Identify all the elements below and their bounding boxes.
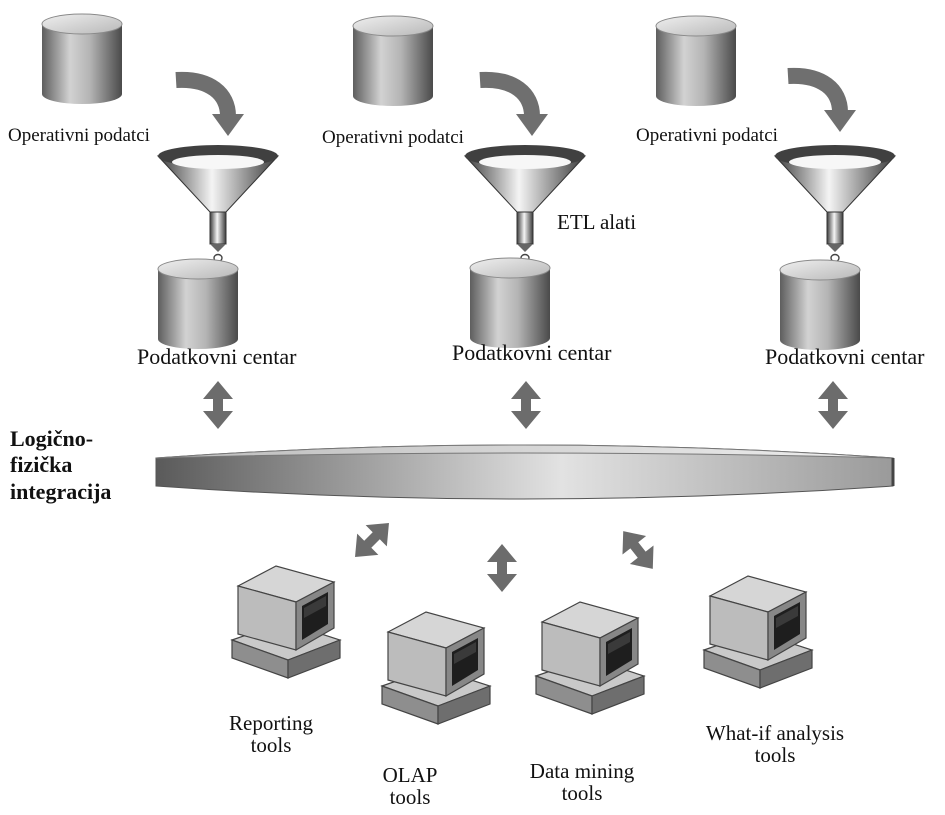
data-mart-label-2: Podatkovni centar: [452, 340, 612, 365]
integration-label-line-2: fizička: [10, 452, 73, 478]
what-if-computer-icon: [703, 575, 813, 689]
source-label-3: Operativni podatci: [636, 125, 778, 146]
extract-arrow-2: [480, 80, 548, 136]
reporting-tools-label: Reporting tools: [206, 712, 336, 756]
mart-integration-arrow-3: [818, 381, 848, 429]
source-database-2: [352, 15, 434, 107]
olap-tools-line-2: tools: [389, 785, 431, 810]
integration-label-line-3: integracija: [10, 478, 112, 504]
data-mining-computer-icon: [535, 601, 645, 715]
integration-label: Logično- fizička integracija: [10, 426, 111, 505]
data-mart-database-3: [779, 259, 861, 351]
data-mart-database-1: [157, 258, 239, 350]
reporting-tools-line-1: Reporting: [229, 711, 313, 735]
reporting-tools-line-2: tools: [250, 733, 292, 758]
olap-tools-line-1: OLAP: [382, 763, 438, 787]
data-mining-tools-line-2: tools: [561, 781, 603, 806]
tool-arrow-data-mining: [611, 521, 665, 579]
extract-arrow-3: [788, 76, 856, 132]
data-mart-label-3: Podatkovni centar: [765, 344, 925, 369]
mart-integration-arrow-1: [203, 381, 233, 429]
data-mart-label-1: Podatkovni centar: [137, 344, 297, 369]
etl-label: ETL alati: [557, 210, 637, 234]
olap-tools-label: OLAP tools: [360, 764, 460, 808]
what-if-tools-line-1: What-if analysis: [705, 721, 845, 745]
reporting-computer-icon: [231, 565, 341, 679]
etl-funnel-3: [774, 144, 896, 273]
what-if-tools-label: What-if analysis tools: [680, 722, 870, 766]
extract-arrow-1: [176, 80, 244, 136]
integration-bar: [155, 444, 895, 500]
source-label-1: Operativni podatci: [8, 125, 150, 146]
source-database-1: [41, 13, 123, 105]
tool-arrow-olap: [487, 544, 517, 592]
olap-computer-icon: [381, 611, 491, 725]
tool-arrow-reporting: [344, 512, 400, 568]
data-mining-tools-line-1: Data mining: [529, 759, 635, 783]
etl-funnel-1: [157, 144, 279, 273]
etl-funnel-2: [464, 144, 586, 273]
data-mining-tools-label: Data mining tools: [512, 760, 652, 804]
integration-label-line-1: Logično-: [10, 426, 94, 451]
what-if-tools-line-2: tools: [754, 743, 796, 768]
mart-integration-arrow-2: [511, 381, 541, 429]
source-database-3: [655, 15, 737, 107]
data-mart-database-2: [469, 257, 551, 349]
source-label-2: Operativni podatci: [322, 127, 464, 148]
